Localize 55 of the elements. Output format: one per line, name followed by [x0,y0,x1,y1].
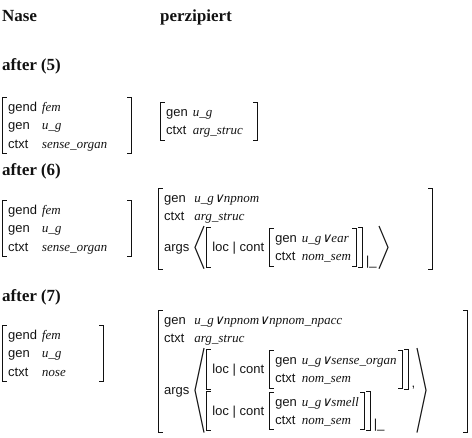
section-heading: after (6) [2,160,61,180]
feature-name: ctxt [8,238,30,254]
feature-value: u_g [42,220,62,236]
feature-name: args [164,238,190,254]
list-tail: |_ [364,252,377,268]
feature-value: arg_struc [194,208,244,224]
feature-value: u_g∨npnom∨npnom_npacc [194,312,342,327]
feature-value: arg_struc [192,122,243,138]
feature-name: gend [8,202,38,217]
feature-value: u_g∨ear [302,230,349,245]
feature-name: ctxt [164,330,186,346]
list-separator: , [410,374,416,390]
feature-name: gen [8,220,31,236]
feature-name: ctxt [275,370,296,386]
feature-value: u_g [192,104,212,119]
feature-value: nom_sem [302,412,351,427]
feature-value: u_g∨smell [302,394,359,409]
column-heading: perzipiert [160,6,232,26]
feature-value: nom_sem [302,248,351,264]
feature-name: ctxt [8,364,30,379]
feature-name: loc | cont [212,360,266,376]
feature-name: gen [164,190,187,205]
feature-name: gend [8,99,38,114]
feature-name: gen [166,104,189,119]
feature-value: nose [42,364,66,379]
feature-value: u_g [42,117,62,132]
feature-name: gen [275,352,298,367]
feature-value: u_g [42,345,62,360]
feature-value: fem [42,99,61,114]
feature-name: ctxt [275,248,296,264]
feature-name: gen [275,394,298,409]
feature-name: gen [8,117,31,132]
feature-name: gend [8,327,38,342]
feature-value: u_g∨npnom [194,190,260,205]
section-heading: after (5) [2,55,61,75]
feature-value: arg_struc [194,330,244,346]
section-heading: after (7) [2,286,61,306]
feature-name: args [164,382,190,397]
feature-name: ctxt [8,136,30,151]
feature-name: gen [8,345,31,360]
feature-name: gen [275,230,298,245]
feature-value: u_g∨sense_organ [302,352,397,367]
feature-value: fem [42,327,61,342]
feature-value: sense_organ [42,136,108,151]
column-heading: Nase [2,6,37,26]
feature-name: loc | cont [212,238,266,254]
feature-name: ctxt [166,122,188,138]
feature-name: loc | cont [212,402,266,418]
feature-value: nom_sem [302,370,351,386]
feature-name: ctxt [164,208,186,224]
feature-value: sense_organ [42,238,108,254]
feature-name: ctxt [275,412,296,427]
feature-value: fem [42,202,61,217]
feature-name: gen [164,312,187,327]
list-tail: |_ [372,416,384,432]
